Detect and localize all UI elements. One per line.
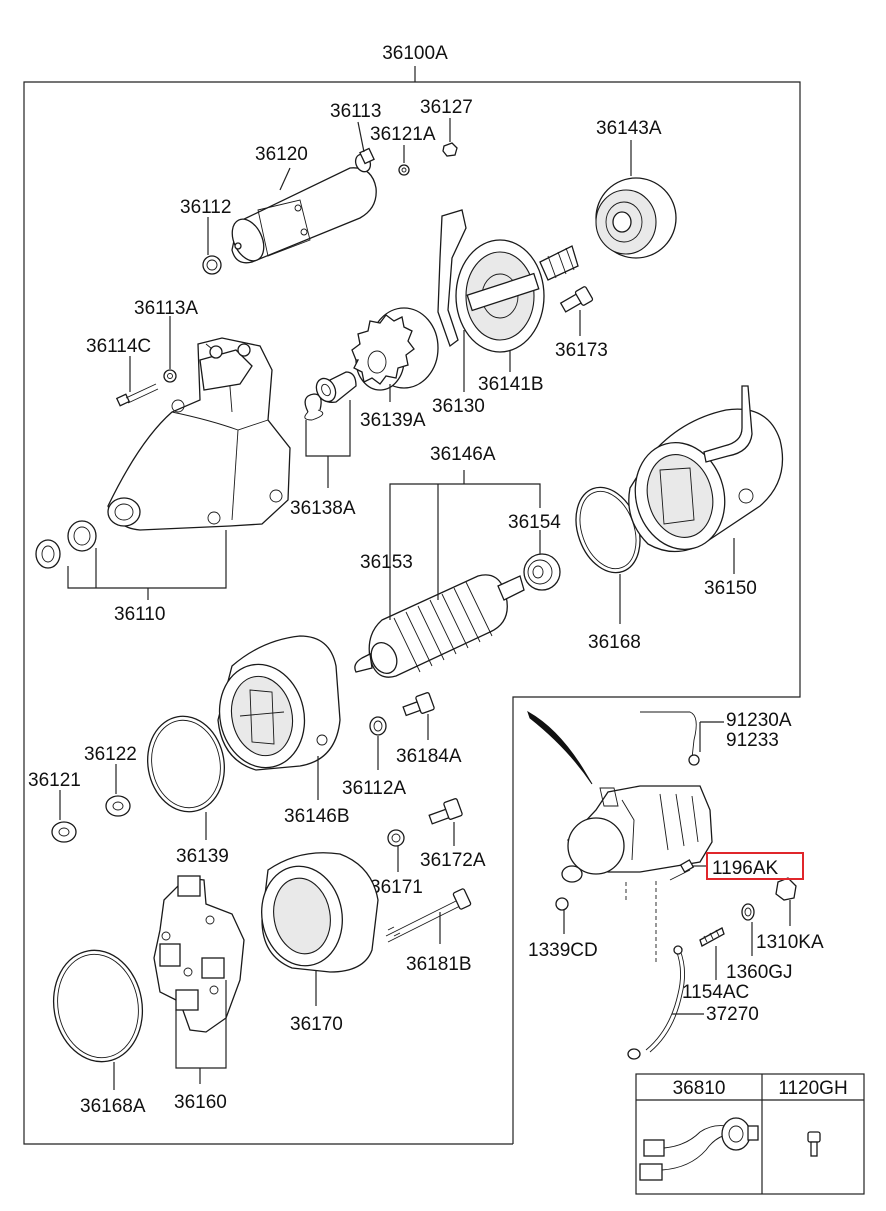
cover-36170 (261, 852, 379, 973)
bolt-36114C (115, 383, 159, 407)
wiring-harness-36810 (639, 1117, 759, 1181)
label-36121[interactable]: 36121 (28, 770, 81, 791)
label-1196AK[interactable]: 1196AK (712, 858, 779, 879)
label-36120[interactable]: 36120 (255, 144, 308, 165)
screw-1120GH (807, 1131, 821, 1157)
label-1360GJ[interactable]: 1360GJ (726, 962, 793, 983)
washer-36121 (51, 821, 77, 843)
label-36184A[interactable]: 36184A (396, 746, 462, 767)
label-36110[interactable]: 36110 (114, 604, 165, 625)
washer-36122 (105, 795, 131, 817)
drive-housing-36110 (107, 337, 291, 531)
housing-36141B (455, 239, 579, 353)
label-36127[interactable]: 36127 (420, 97, 473, 118)
label-36173[interactable]: 36173 (555, 340, 608, 361)
label-36114C[interactable]: 36114C (86, 336, 151, 357)
washer-36112A (369, 716, 387, 736)
bearing-36143A (595, 177, 677, 259)
label-36122[interactable]: 36122 (84, 744, 137, 765)
label-36139[interactable]: 36139 (176, 846, 229, 867)
label-36154[interactable]: 36154 (508, 512, 561, 533)
label-36113[interactable]: 36113 (330, 101, 381, 122)
label-36146B[interactable]: 36146B (284, 806, 350, 827)
label-36141B[interactable]: 36141B (478, 374, 544, 395)
bearing-36154 (523, 553, 561, 591)
bolt-36184A (402, 692, 435, 717)
label-36172A[interactable]: 36172A (420, 850, 486, 871)
label-36146A[interactable]: 36146A (430, 444, 496, 465)
label-36130[interactable]: 36130 (432, 396, 485, 417)
table-header-36810[interactable]: 36810 (673, 1078, 726, 1099)
label-36181B[interactable]: 36181B (406, 954, 472, 975)
highlight-box-1196AK (706, 852, 804, 880)
label-91233[interactable]: 91233 (726, 730, 779, 751)
rear-bracket-36146B (217, 635, 341, 771)
stop-ring-36138A (304, 371, 357, 421)
label-36160[interactable]: 36160 (174, 1092, 227, 1113)
washer-36171 (387, 829, 405, 847)
installation-inset (527, 710, 797, 1060)
through-bolt-36181B (385, 888, 472, 943)
label-36171[interactable]: 36171 (370, 877, 423, 898)
label-1339CD[interactable]: 1339CD (528, 940, 598, 961)
washer-36112 (202, 255, 222, 275)
label-1154AC[interactable]: 1154AC (682, 982, 749, 1003)
label-36168A[interactable]: 36168A (80, 1096, 146, 1117)
label-91230A[interactable]: 91230A (726, 710, 792, 731)
o-ring-36168A (52, 949, 144, 1063)
label-1310KA[interactable]: 1310KA (756, 932, 824, 953)
o-ring-36139 (147, 715, 225, 813)
label-36112[interactable]: 36112 (180, 197, 231, 218)
solenoid-36120 (231, 147, 377, 264)
washer-36121A (398, 164, 410, 176)
label-36139A[interactable]: 36139A (360, 410, 426, 431)
bushings-36110 (35, 520, 97, 569)
bolt-36172A (428, 798, 463, 825)
label-36170[interactable]: 36170 (290, 1014, 343, 1035)
clutch-36139A (351, 307, 439, 391)
label-36113A[interactable]: 36113A (134, 298, 198, 319)
label-36153[interactable]: 36153 (360, 552, 413, 573)
label-36138A[interactable]: 36138A (290, 498, 356, 519)
assembly-label[interactable]: 36100A (382, 43, 448, 64)
table-header-1120GH[interactable]: 1120GH (778, 1078, 847, 1099)
yoke-36150 (628, 385, 784, 553)
nut-36127 (442, 142, 458, 157)
label-36121A[interactable]: 36121A (370, 124, 436, 145)
label-36168[interactable]: 36168 (588, 632, 641, 653)
assembly-frame: 36100A (23, 43, 801, 1145)
washer-36113A (163, 369, 177, 383)
label-36150[interactable]: 36150 (704, 578, 757, 599)
brush-holder-36160 (153, 875, 245, 1033)
label-36112A[interactable]: 36112A (342, 778, 406, 799)
label-36143A[interactable]: 36143A (596, 118, 662, 139)
lever-36130 (437, 209, 467, 348)
bolt-36173 (559, 286, 594, 313)
label-37270[interactable]: 37270 (706, 1004, 759, 1025)
armature-36153 (354, 574, 525, 678)
